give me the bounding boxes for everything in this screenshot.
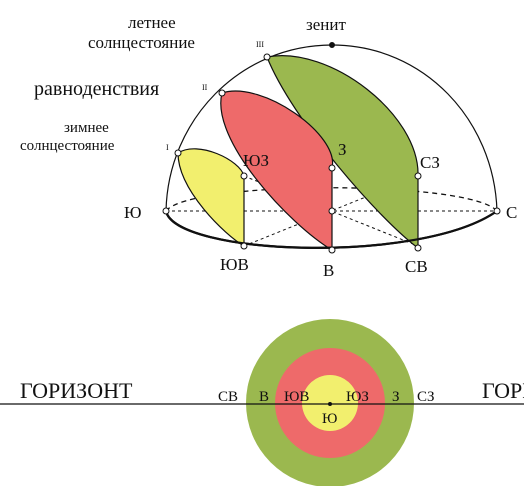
node-center xyxy=(328,207,336,215)
winter-solstice-label-2: солнцестояние xyxy=(20,138,115,154)
winter-solstice-path xyxy=(177,148,245,248)
winter-roman-label: I xyxy=(166,143,169,152)
node-north xyxy=(493,207,501,215)
node-zenith xyxy=(329,42,335,48)
node-southwest xyxy=(240,172,248,180)
west-label: З xyxy=(338,140,347,159)
southeast-label: ЮВ xyxy=(220,255,249,274)
north-label: С xyxy=(506,203,517,222)
winter-solstice-label-1: зимнее xyxy=(64,120,109,136)
equinox-label: равноденствия xyxy=(34,78,159,100)
zenith-label: зенит xyxy=(306,15,346,34)
east-label: В xyxy=(323,261,334,280)
northeast-label: СВ xyxy=(405,257,428,276)
node-west xyxy=(328,164,336,172)
center-dot xyxy=(328,402,332,406)
ring-label-northwest: СЗ xyxy=(417,389,435,405)
celestial-dome: зенит летнее солнцестояние III равноденс… xyxy=(20,13,517,280)
ring-label-east: В xyxy=(259,389,269,405)
horizon-front-stroke xyxy=(164,210,498,249)
ring-label-southwest: ЮЗ xyxy=(346,389,369,405)
horizon-label-left: ГОРИЗОНТ xyxy=(20,378,133,403)
summer-solstice-label-2: солнцестояние xyxy=(88,33,195,52)
center-label-south: Ю xyxy=(322,411,337,427)
ring-label-southeast: ЮВ xyxy=(284,389,309,405)
node-east xyxy=(328,246,336,254)
northwest-label: СЗ xyxy=(420,153,440,172)
equinox-roman-label: II xyxy=(202,83,208,92)
southwest-label: ЮЗ xyxy=(243,151,269,170)
ring-label-northeast: СВ xyxy=(218,389,238,405)
ring-label-west: З xyxy=(392,389,400,405)
node-southeast xyxy=(240,242,248,250)
node-south xyxy=(162,207,170,215)
node-northeast xyxy=(414,244,422,252)
horizon-label-right: ГОРИЗОНТ xyxy=(482,378,524,403)
summer-solstice-label-1: летнее xyxy=(128,13,176,32)
horizon-top-view: ГОРИЗОНТ ГОРИЗОНТ СВ В ЮВ ЮЗ З СЗ Ю xyxy=(0,319,524,486)
summer-roman-label: III xyxy=(256,40,264,49)
node-winter xyxy=(174,149,182,157)
south-label: Ю xyxy=(124,203,141,222)
node-northwest xyxy=(414,172,422,180)
node-summer xyxy=(263,53,271,61)
dome-nodes xyxy=(162,42,501,254)
node-equinox xyxy=(218,89,226,97)
